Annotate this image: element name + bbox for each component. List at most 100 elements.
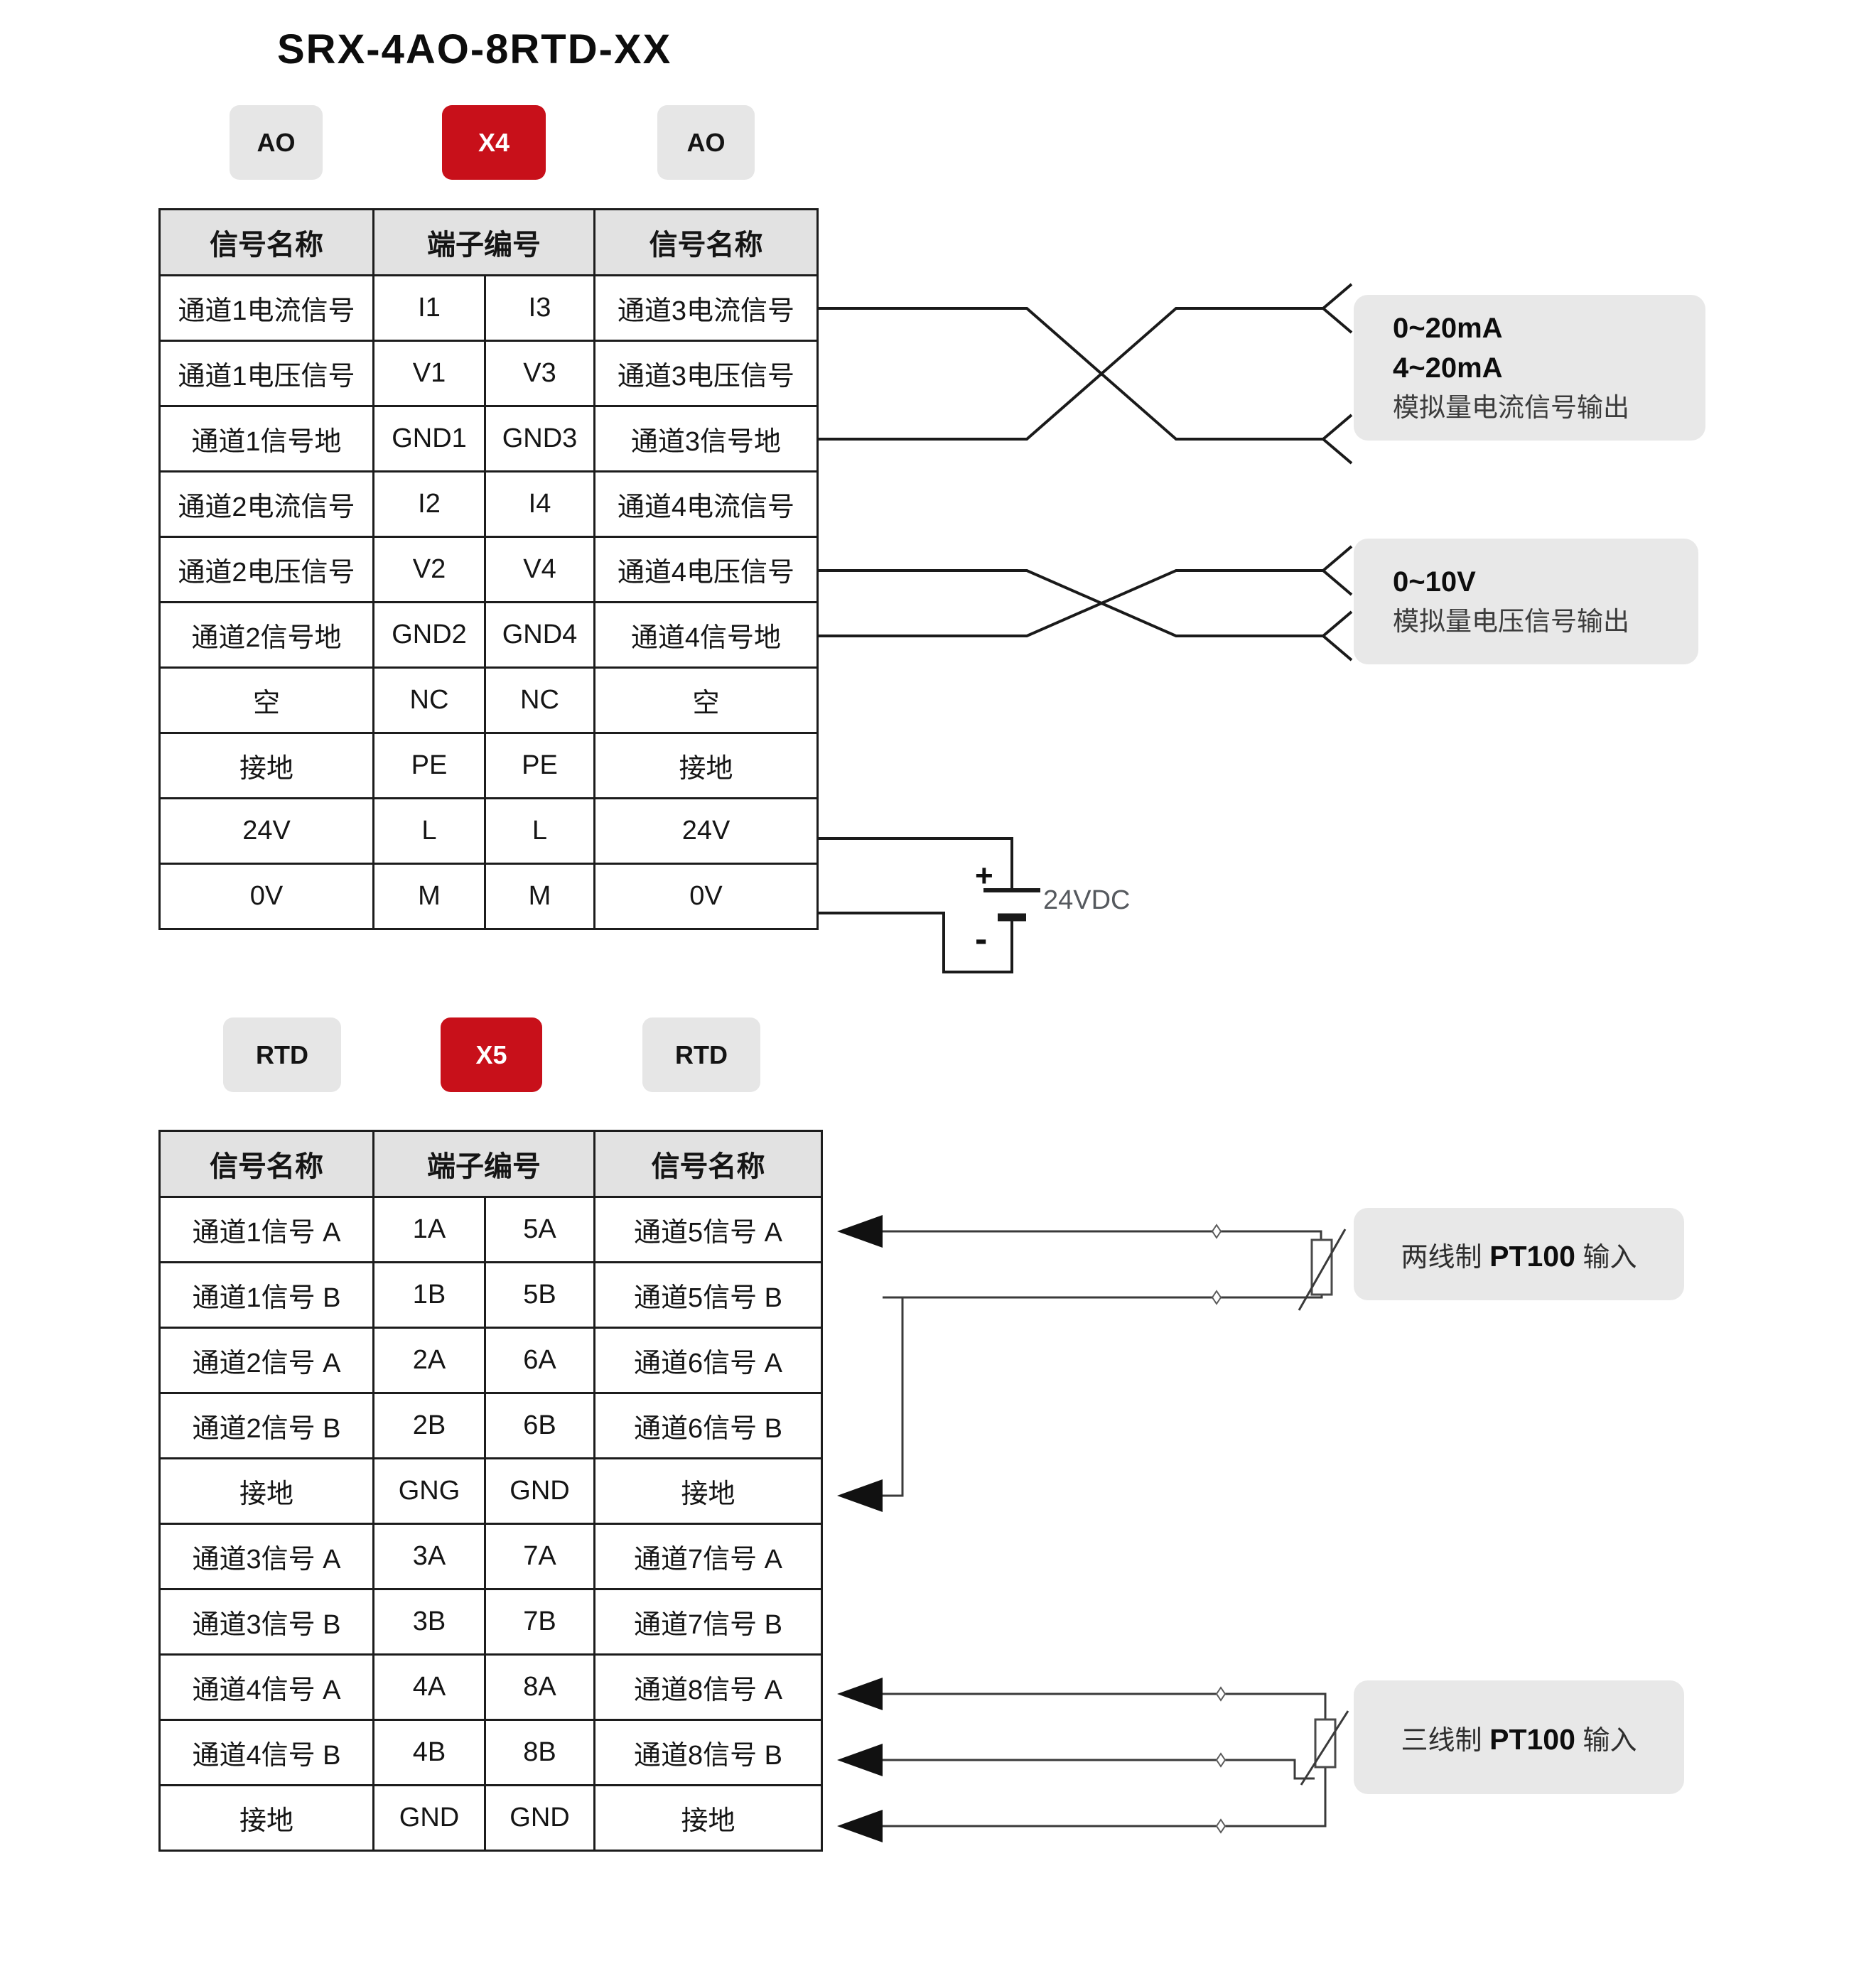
rtd-sensor-icon (1310, 1238, 1333, 1296)
table-cell: 通道4信号地 (593, 601, 819, 669)
table-cell: 接地 (593, 1784, 823, 1852)
table-cell: 通道3电压信号 (593, 340, 819, 407)
note-prefix: 三线制 (1401, 1725, 1490, 1756)
ao-voltage-wires (816, 545, 1353, 662)
table-cell: 0V (158, 863, 374, 930)
three-wire-pt100-note: 三线制 PT100 输入 (1354, 1680, 1684, 1794)
table-cell: 通道4信号 B (158, 1719, 374, 1786)
column-header: 信号名称 (593, 1130, 823, 1198)
table-cell: GND (372, 1784, 486, 1852)
badge-ao-right: AO (657, 105, 755, 180)
table-cell: 4A (372, 1653, 486, 1721)
table-cell: 通道4信号 A (158, 1653, 374, 1721)
arrowhead-icon (837, 1215, 883, 1248)
diamond-connector-icon (1211, 1290, 1222, 1305)
table-header-row: 信号名称 端子编号 信号名称 (158, 208, 819, 276)
note-line: 4~20mA (1393, 352, 1503, 384)
table-cell: V3 (484, 340, 595, 407)
table-cell: L (484, 797, 595, 865)
table-cell: 通道4电流信号 (593, 470, 819, 538)
rtd-sensor-icon (1314, 1718, 1337, 1769)
diamond-connector-icon (1215, 1686, 1227, 1702)
table-cell: I3 (484, 274, 595, 342)
note-prefix: 两线制 (1401, 1242, 1490, 1273)
column-header: 信号名称 (158, 208, 374, 276)
table-cell: 6A (484, 1327, 595, 1394)
table-cell: 8B (484, 1719, 595, 1786)
note-line: 模拟量电流信号输出 (1393, 392, 1629, 422)
note-line: 三线制 PT100 输入 (1401, 1718, 1637, 1757)
rtd-three-wire (837, 1678, 1349, 1842)
table-cell: I1 (372, 274, 486, 342)
arrowhead-icon (837, 1479, 883, 1512)
table-cell: V2 (372, 536, 486, 603)
table-cell: 通道7信号 A (593, 1523, 823, 1590)
table-cell: 通道3信号 A (158, 1523, 374, 1590)
table-cell: 接地 (158, 1457, 374, 1525)
table-cell: 24V (593, 797, 819, 865)
table-cell: 通道1电流信号 (158, 274, 374, 342)
note-strong: PT100 (1489, 1239, 1575, 1273)
battery-plus-label: + (975, 858, 993, 893)
note-suffix: 输入 (1575, 1725, 1637, 1756)
badge-rtd-right: RTD (642, 1017, 760, 1092)
table-cell: 1A (372, 1196, 486, 1263)
table-cell: PE (372, 732, 486, 799)
table-cell: 1B (372, 1261, 486, 1329)
table-cell: 通道7信号 B (593, 1588, 823, 1656)
table-cell: V4 (484, 536, 595, 603)
table-cell: GND2 (372, 601, 486, 669)
badge-connector-x5: X5 (441, 1017, 542, 1092)
table-cell: I2 (372, 470, 486, 538)
table-cell: NC (484, 666, 595, 734)
table-cell: 通道1信号 A (158, 1196, 374, 1263)
arrowhead-icon (837, 1678, 883, 1710)
table-cell: M (484, 863, 595, 930)
table-cell: GND (484, 1457, 595, 1525)
table-cell: 5B (484, 1261, 595, 1329)
table-cell: 通道3信号地 (593, 405, 819, 473)
table-cell: 2A (372, 1327, 486, 1394)
table-cell: V1 (372, 340, 486, 407)
column-header: 信号名称 (593, 208, 819, 276)
diamond-connector-icon (1211, 1224, 1222, 1239)
column-header: 信号名称 (158, 1130, 374, 1198)
table-cell: 通道5信号 A (593, 1196, 823, 1263)
badge-rtd-left: RTD (223, 1017, 341, 1092)
table-cell: GND4 (484, 601, 595, 669)
table-cell: 通道1电压信号 (158, 340, 374, 407)
table-cell: 通道2信号 A (158, 1327, 374, 1394)
table-cell: 空 (158, 666, 374, 734)
table-cell: 3B (372, 1588, 486, 1656)
table-cell: 通道8信号 A (593, 1653, 823, 1721)
current-output-note: 0~20mA 4~20mA 模拟量电流信号输出 (1354, 295, 1705, 441)
ao-current-wires (816, 283, 1353, 465)
table-cell: GND3 (484, 405, 595, 473)
battery-voltage-label: 24VDC (1043, 885, 1131, 915)
note-suffix: 输入 (1575, 1242, 1637, 1273)
table-cell: 8A (484, 1653, 595, 1721)
note-strong: PT100 (1489, 1722, 1575, 1756)
open-arrowhead-icon (1322, 283, 1353, 334)
table-cell: 通道3电流信号 (593, 274, 819, 342)
arrowhead-icon (837, 1810, 883, 1842)
table-cell: 5A (484, 1196, 595, 1263)
battery-icon (816, 837, 1040, 973)
voltage-output-note: 0~10V 模拟量电压信号输出 (1354, 539, 1698, 664)
table-cell: 接地 (593, 1457, 823, 1525)
